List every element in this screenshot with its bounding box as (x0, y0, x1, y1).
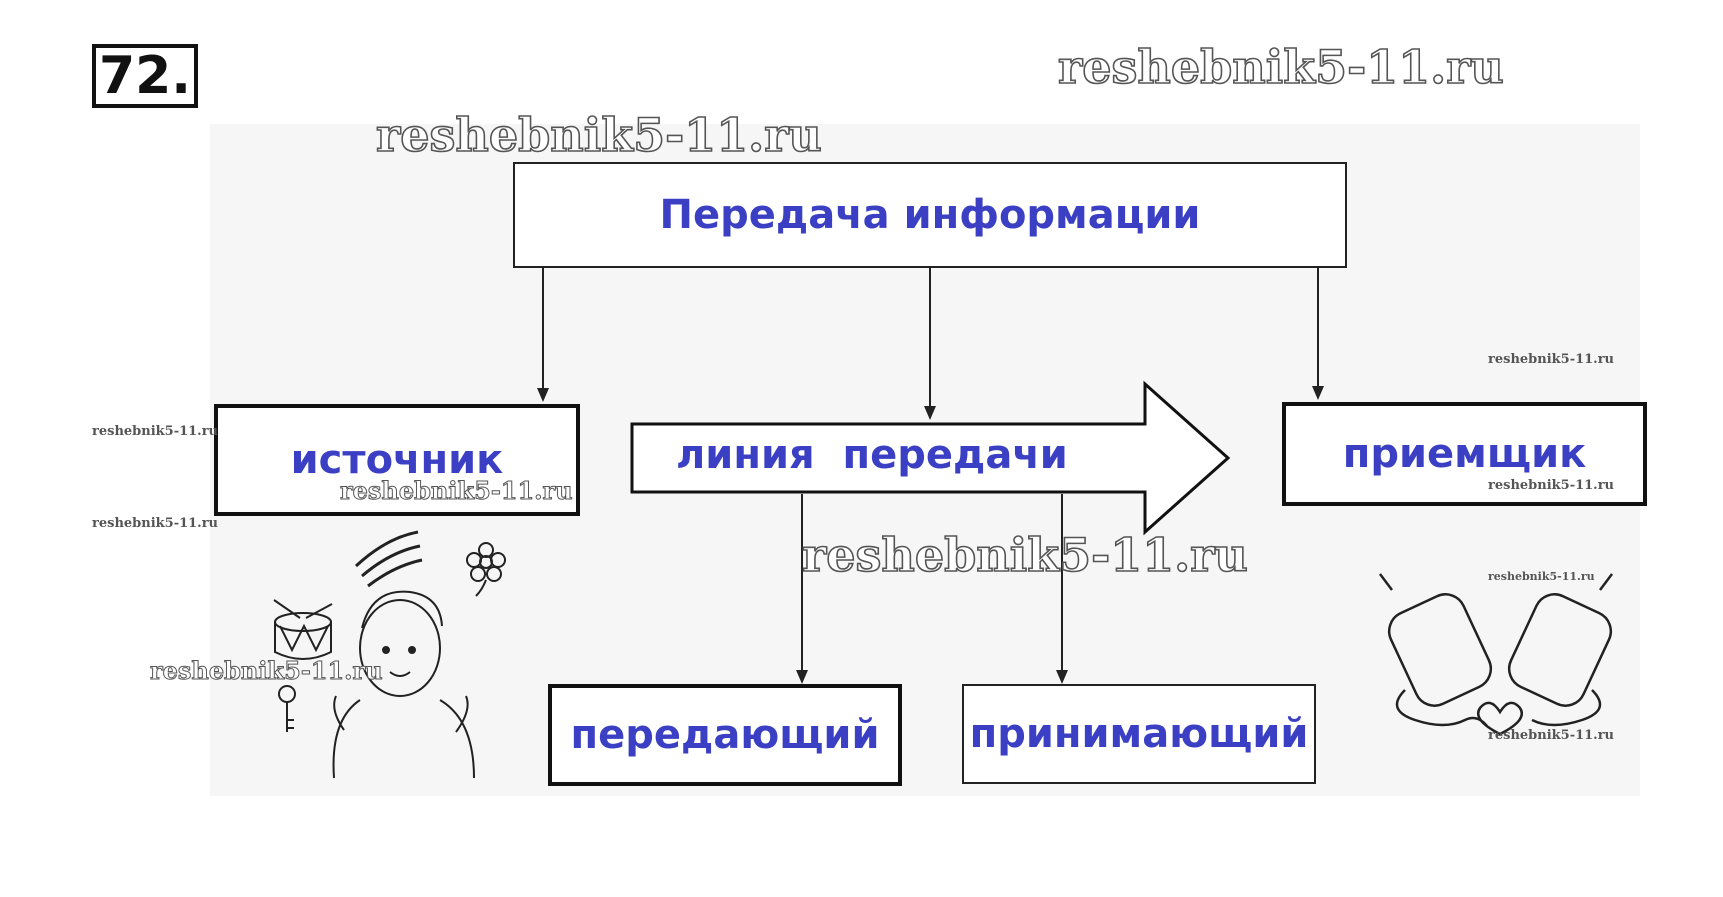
watermark-top-right: reshebnik5-11.ru (1057, 39, 1504, 95)
watermark-small-6: reshebnik5-11.ru (1488, 728, 1615, 743)
receiver-label: приемщик (1342, 431, 1587, 477)
accepting-label: принимающий (969, 711, 1309, 757)
watermark-boy: reshebnik5-11.ru (150, 656, 384, 686)
arrowhead-source (537, 388, 549, 402)
arrowhead-channel (924, 406, 936, 420)
watermark-source: reshebnik5-11.ru (340, 476, 574, 506)
arrowhead-accepting (1056, 670, 1068, 684)
watermark-top-left: reshebnik5-11.ru (375, 107, 822, 163)
accepting-box: принимающий (962, 684, 1316, 784)
watermark-small-1: reshebnik5-11.ru (92, 424, 219, 439)
sound-waves-icon (354, 530, 423, 588)
watermark-small-4: reshebnik5-11.ru (1488, 478, 1615, 493)
channel-arrow (630, 380, 1231, 536)
phones-illustration (1379, 573, 1613, 736)
receiver-box: приемщик (1282, 402, 1647, 506)
transmitter-box: передающий (548, 684, 902, 786)
transmitter-label: передающий (570, 712, 880, 758)
watermark-small-5: reshebnik5-11.ru (1488, 570, 1595, 583)
watermark-small-2: reshebnik5-11.ru (92, 516, 219, 531)
root-box: Передача информации (513, 162, 1347, 268)
watermark-center: reshebnik5-11.ru (801, 527, 1248, 583)
key-icon (278, 685, 296, 732)
channel-label: линия передачи (676, 432, 1068, 478)
source-box: источник (214, 404, 580, 516)
boy-illustration (332, 590, 475, 779)
watermark-small-3: reshebnik5-11.ru (1488, 352, 1615, 367)
arrowhead-transmitter (796, 670, 808, 684)
task-number: 72. (92, 44, 198, 108)
root-label: Передача информации (659, 192, 1201, 238)
flower-icon (466, 542, 506, 597)
arrowhead-receiver (1312, 386, 1324, 400)
drum-icon (273, 599, 333, 660)
source-label: источник (290, 437, 504, 483)
